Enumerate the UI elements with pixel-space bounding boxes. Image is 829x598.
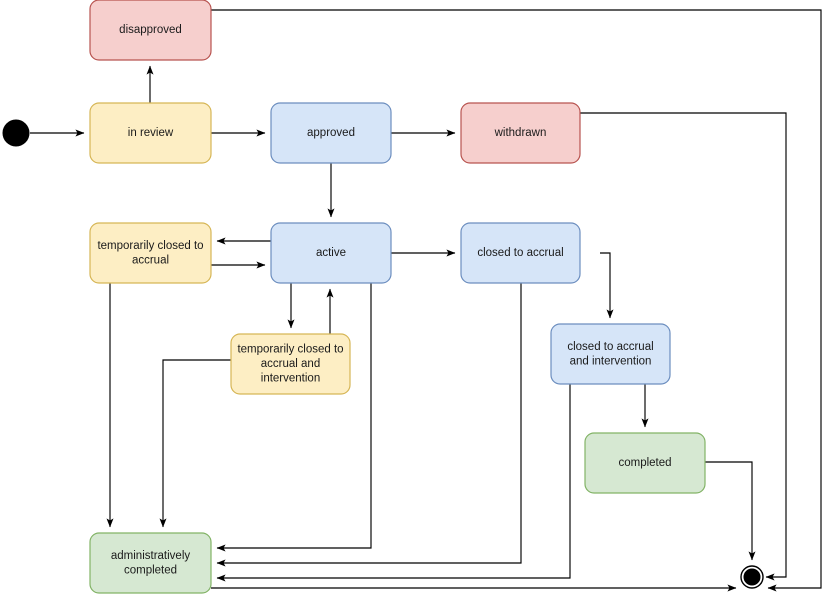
state-box[interactable] <box>460 102 581 164</box>
state-node-in-review[interactable]: in review <box>89 102 212 164</box>
state-box[interactable] <box>89 222 212 284</box>
state-box[interactable] <box>584 432 706 494</box>
final-state-node[interactable] <box>740 565 764 589</box>
state-box[interactable] <box>550 323 671 385</box>
state-box[interactable] <box>230 333 351 395</box>
transition-edge[interactable] <box>216 384 571 582</box>
state-node-withdrawn[interactable]: withdrawn <box>460 102 581 164</box>
state-node-closed-to-accrual[interactable]: closed to accrual <box>460 222 581 284</box>
final-state-inner-disc[interactable] <box>743 568 761 586</box>
initial-state-node[interactable] <box>2 119 30 147</box>
final-state-outer-ring[interactable] <box>740 565 764 589</box>
state-box[interactable] <box>89 532 212 594</box>
state-node-active[interactable]: active <box>270 222 392 284</box>
state-node-completed[interactable]: completed <box>584 432 706 494</box>
state-box[interactable] <box>270 102 392 164</box>
transition-edge[interactable] <box>211 9 822 592</box>
states-layer: disapproved in review approved withdrawn tem… <box>2 0 764 594</box>
state-box[interactable] <box>460 222 581 284</box>
state-box[interactable] <box>89 102 212 164</box>
transition-edge[interactable] <box>216 283 522 567</box>
transition-edge[interactable] <box>705 461 756 561</box>
state-node-approved[interactable]: approved <box>270 102 392 164</box>
transition-edge[interactable] <box>159 359 231 528</box>
transition-edge[interactable] <box>580 112 787 581</box>
state-box[interactable] <box>270 222 392 284</box>
state-node-disapproved[interactable]: disapproved <box>89 0 212 61</box>
transition-edge[interactable] <box>216 283 372 552</box>
transition-edge[interactable] <box>600 252 614 319</box>
transitions-layer <box>30 9 822 592</box>
initial-state-circle[interactable] <box>2 119 30 147</box>
state-box[interactable] <box>89 0 212 61</box>
